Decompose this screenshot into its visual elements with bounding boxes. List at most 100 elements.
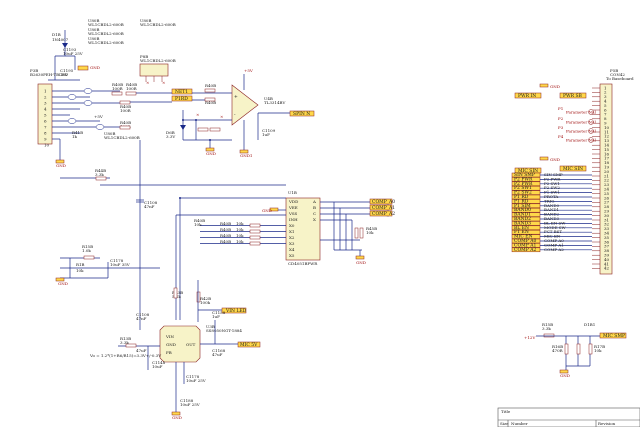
- svg-text:P1 SIM: P1 SIM: [514, 203, 531, 209]
- svg-text:GND: GND: [560, 373, 570, 378]
- regulator-block: R15B 1.0k R1B 10k C1178 10uF 35V GND R43…: [55, 244, 261, 420]
- resistor: [249, 229, 261, 234]
- svg-text:3.3k: 3.3k: [120, 340, 129, 345]
- passive-label: Parameter Nul: [566, 119, 597, 124]
- net-label-a: [171, 88, 193, 95]
- bus-net-right: MODE SW: [544, 225, 567, 230]
- svg-text:U80B: U80B: [88, 27, 99, 32]
- svg-text:R40B: R40B: [120, 104, 131, 109]
- svg-text:P1 RD: P1 RD: [514, 194, 529, 200]
- mux-res-val: 10k: [236, 233, 244, 238]
- svg-text:1uF: 1uF: [262, 132, 270, 137]
- svg-text:WL1CBDL2-600B: WL1CBDL2-600B: [88, 22, 124, 27]
- connector-pin: 1: [44, 89, 47, 94]
- d1-ref: D1B: [52, 32, 61, 37]
- svg-text:10k: 10k: [366, 230, 374, 235]
- svg-text:×: ×: [220, 114, 223, 119]
- svg-text:TL3314BV: TL3314BV: [264, 100, 285, 105]
- bus-net-right: COMP A0: [544, 238, 564, 243]
- bus-net-right: BAND0: [544, 203, 560, 208]
- bus-net-right: P1 SW1: [544, 190, 560, 195]
- bus-net-right: BAND2: [544, 212, 560, 217]
- svg-text:VIN: VIN: [165, 334, 174, 339]
- svg-text:GND: GND: [58, 281, 68, 286]
- svg-text:VIN LED: VIN LED: [225, 308, 247, 314]
- mux-res-val: 10k: [236, 221, 244, 226]
- bus-net-right: COMP A2: [544, 247, 564, 252]
- mux-pin-right: C: [313, 211, 316, 216]
- connector-pin: 30: [604, 213, 610, 218]
- connector-pin: 28: [604, 204, 610, 209]
- svg-text:R43B: R43B: [172, 290, 183, 295]
- connector-pin: 40: [604, 257, 610, 262]
- svg-text:10k: 10k: [76, 268, 84, 273]
- svg-text:P2 PWR: P2 PWR: [514, 176, 533, 182]
- svg-text:3.3k: 3.3k: [542, 326, 551, 331]
- svg-text:U3B: U3B: [206, 324, 215, 329]
- bus-net-right: P2 SW1: [544, 181, 560, 186]
- part-notes: U80B WL1CBDL2-600B U80B WL1CBDL2-600B U8…: [88, 18, 176, 45]
- svg-text:100k: 100k: [200, 300, 211, 305]
- svg-text:-: -: [234, 113, 236, 118]
- bus-net-right: COMP A1: [544, 242, 564, 247]
- svg-text:47nF: 47nF: [144, 204, 155, 209]
- connector-pin: 6: [44, 119, 47, 124]
- test-point: [588, 109, 594, 115]
- bus-net-right: PCT BST: [544, 229, 562, 234]
- svg-text:×: ×: [162, 80, 165, 85]
- svg-text:10k: 10k: [594, 348, 602, 353]
- connector-pin: 1: [604, 85, 607, 90]
- connector-pin: 33: [604, 226, 610, 231]
- svg-text:C1109: C1109: [262, 128, 276, 133]
- svg-text:D1B1: D1B1: [584, 322, 595, 327]
- mux-res-ref: R40B: [220, 221, 231, 226]
- svg-text:R15B: R15B: [82, 244, 93, 249]
- svg-text:P8B: P8B: [140, 54, 148, 59]
- bus-net-right: BAND3: [544, 216, 560, 221]
- svg-text:BAND0: BAND0: [514, 207, 531, 213]
- resistor: [249, 241, 261, 246]
- svg-text:R16B: R16B: [552, 344, 563, 349]
- mux-res-val: 10k: [236, 239, 244, 244]
- connector-pin: 4: [604, 99, 607, 104]
- svg-text:To Baseboard: To Baseboard: [606, 76, 634, 81]
- svg-text:MIC 5V: MIC 5V: [240, 342, 258, 348]
- svg-text:P2 SW2: P2 SW2: [514, 190, 532, 196]
- svg-text:U80B: U80B: [140, 18, 151, 23]
- connector-pin: 36: [604, 239, 610, 244]
- connector-pin: 15: [604, 147, 610, 152]
- svg-text:FT EN: FT EN: [514, 229, 529, 235]
- svg-text:GND1: GND1: [240, 153, 252, 158]
- svg-text:R40B: R40B: [205, 100, 216, 105]
- svg-text:R41B: R41B: [72, 130, 83, 135]
- svg-text:C1108: C1108: [136, 312, 150, 317]
- connector-pin: 6: [604, 107, 607, 112]
- svg-text:P5B: P5B: [610, 68, 618, 73]
- svg-text:PWR SB: PWR SB: [563, 93, 583, 99]
- svg-text:R45B: R45B: [366, 226, 377, 231]
- svg-text:R40B: R40B: [120, 120, 131, 125]
- svg-text:10uF 25V: 10uF 25V: [186, 378, 206, 383]
- svg-text:R17B: R17B: [594, 344, 605, 349]
- svg-text:GND: GND: [206, 151, 216, 156]
- mux-res-val: 10k: [236, 227, 244, 232]
- connector-pin: 16: [604, 151, 610, 156]
- connector-pin: 38: [604, 248, 610, 253]
- svg-text:MIC SIN: MIC SIN: [563, 166, 583, 172]
- svg-text:C1188: C1188: [180, 398, 194, 403]
- svg-text:OUT: OUT: [186, 342, 196, 347]
- connector-pin: 19: [604, 165, 610, 170]
- svg-text:3.3k: 3.3k: [95, 172, 104, 177]
- gnd-symbol: [77, 65, 89, 71]
- svg-text:C1178: C1178: [110, 258, 124, 263]
- svg-text:+5V: +5V: [244, 68, 253, 73]
- c1-val: 10uF 25V: [63, 51, 83, 56]
- svg-text:R40B: R40B: [194, 218, 205, 223]
- mid-wires: R44B 3.3k C1108 47nF: [60, 140, 286, 330]
- svg-text:R40B: R40B: [112, 82, 123, 87]
- mux-pin-left: INH: [289, 217, 298, 222]
- svg-text:C1178: C1178: [186, 374, 200, 379]
- gnd-label: GND: [90, 65, 100, 70]
- formula: Vo = 1.2*(1+R6/R15)=3.3V+/-0.3V: [89, 353, 161, 358]
